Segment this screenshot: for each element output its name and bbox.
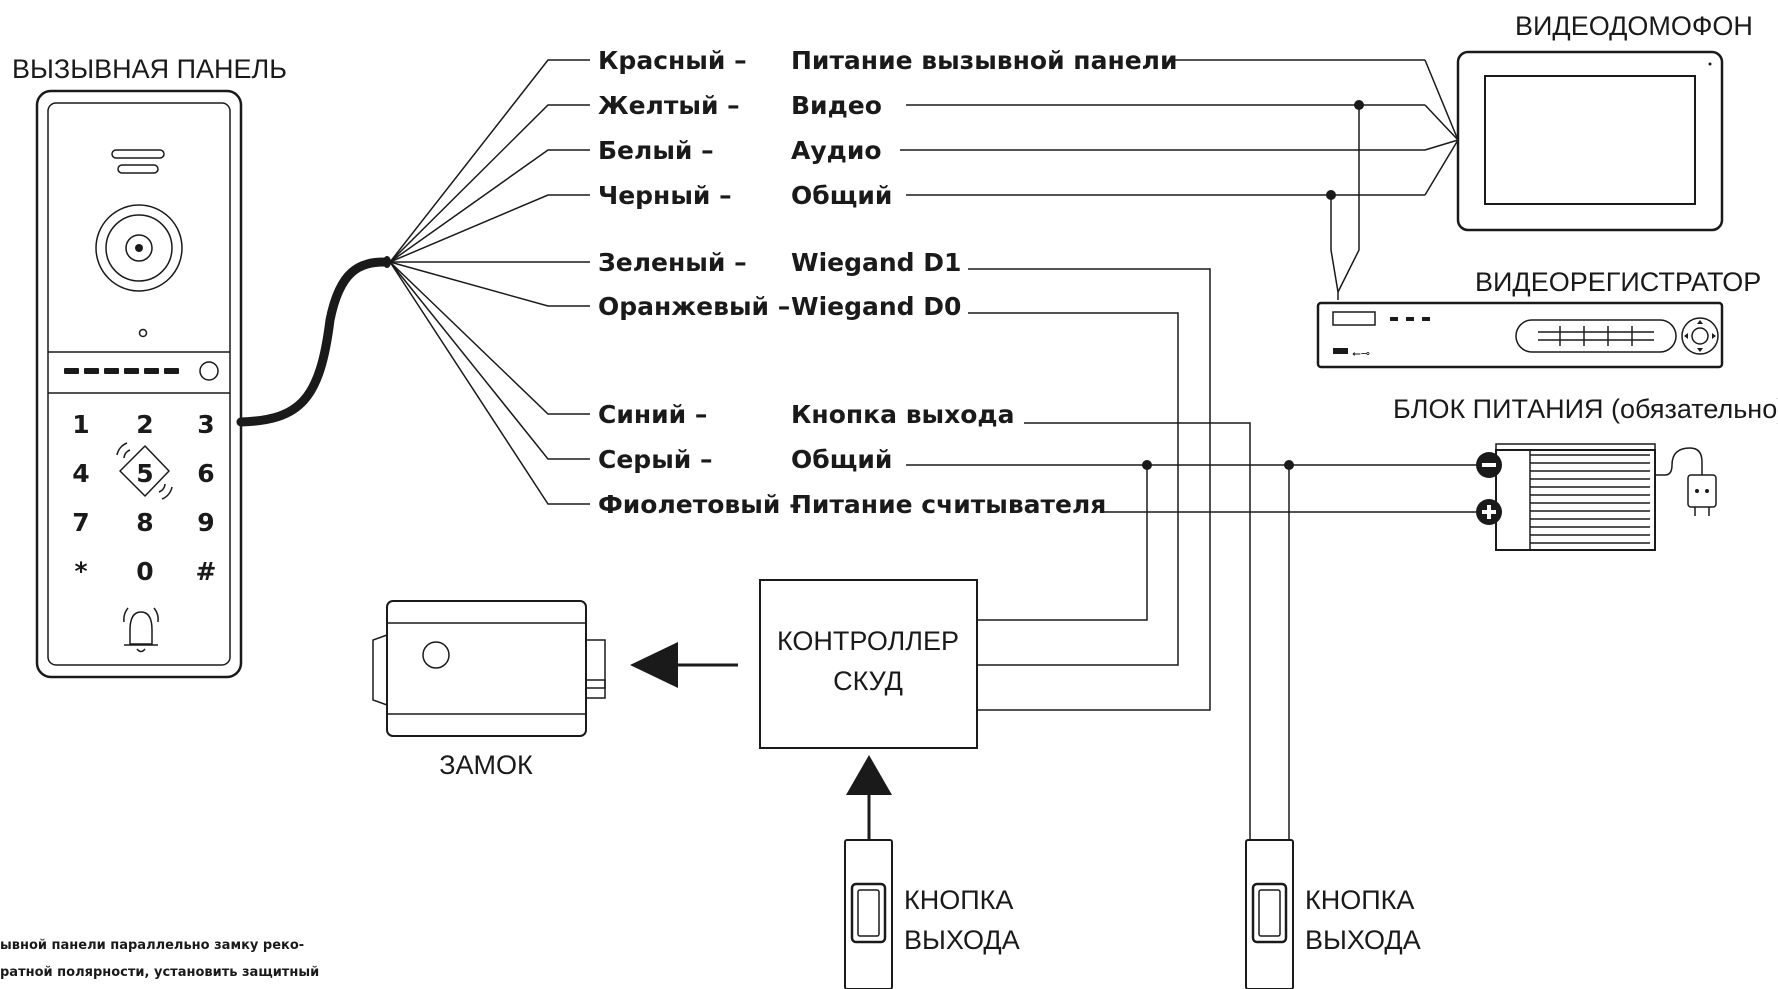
wire-signal-yellow: Видео — [791, 91, 882, 120]
installation-note: ывной панели параллельно замку реко- рат… — [0, 938, 319, 980]
controller-label-line2: СКУД — [833, 666, 903, 696]
monitor-title: ВИДЕОДОМОФОН — [1515, 11, 1753, 41]
exit-button-2: КНОПКА ВЫХОДА — [1245, 839, 1421, 989]
wire-signal-green: Wiegand D1 — [791, 248, 961, 277]
wire-signal-orange: Wiegand D0 — [791, 292, 961, 321]
exit-button-1: КНОПКА ВЫХОДА — [844, 755, 1020, 989]
exit-button-1-label-line2: ВЫХОДА — [904, 925, 1020, 955]
controller-label-line1: КОНТРОЛЛЕР — [777, 626, 959, 656]
panel-cable — [236, 257, 390, 427]
key-3: 3 — [197, 410, 214, 439]
video-intercom-monitor — [1456, 50, 1724, 232]
note-line-1: ывной панели параллельно замку реко- — [0, 938, 304, 953]
wire-color-white: Белый – — [598, 136, 714, 165]
lock-label: ЗАМОК — [439, 750, 533, 780]
usb-icon: ⭠⊸ — [1352, 347, 1370, 360]
wire-color-green: Зеленый – — [598, 248, 747, 277]
wire-color-black: Черный – — [598, 181, 732, 210]
key-5: 5 — [136, 459, 153, 488]
psu-title: БЛОК ПИТАНИЯ (обязательно) — [1393, 394, 1778, 424]
key-2: 2 — [136, 410, 153, 439]
wire-labels: Красный – Питание вызывной панели Желтый… — [598, 46, 1178, 519]
exit-button-2-label-line1: КНОПКА — [1305, 885, 1414, 915]
dvr-title: ВИДЕОРЕГИСТРАТОР — [1475, 267, 1761, 297]
access-controller: КОНТРОЛЛЕР СКУД — [759, 579, 978, 749]
monitor-wires — [900, 59, 1459, 196]
camera-lens-icon — [95, 204, 183, 292]
rfid-card-icon — [116, 442, 173, 500]
key-8: 8 — [136, 508, 153, 537]
wire-signal-grey: Общий — [791, 445, 892, 474]
wire-signal-red: Питание вызывной панели — [791, 46, 1178, 75]
indicator-leds — [64, 361, 219, 381]
key-hash: # — [196, 557, 217, 586]
wire-color-orange: Оранжевый – — [598, 292, 790, 321]
exit-button-1-label-line1: КНОПКА — [904, 885, 1013, 915]
key-0: 0 — [136, 557, 153, 586]
dvr-wires — [1330, 105, 1360, 300]
psu-fins — [1530, 454, 1650, 544]
keypad: 1 2 3 4 5 6 7 8 9 * 0 # — [72, 410, 216, 586]
controller-wires — [968, 268, 1290, 840]
wire-signal-blue: Кнопка выхода — [791, 400, 1015, 429]
key-star: * — [74, 557, 87, 586]
wire-signal-white: Аудио — [791, 136, 882, 165]
exit-button-2-label-line2: ВЫХОДА — [1305, 925, 1421, 955]
wire-color-violet: Фиолетовый – — [598, 490, 802, 519]
note-line-2: ратной полярности, установить защитный — [0, 965, 319, 980]
power-plug-icon — [1687, 474, 1717, 516]
bell-icon — [123, 607, 159, 653]
fanout-wires — [389, 59, 590, 505]
wire-signal-violet: Питание считывателя — [791, 490, 1106, 519]
power-wires — [906, 464, 1476, 513]
microphone-icon — [138, 328, 148, 338]
wire-color-blue: Синий – — [598, 400, 707, 429]
wire-color-red: Красный – — [598, 46, 747, 75]
panel-title: ВЫЗЫВНАЯ ПАНЕЛЬ — [12, 54, 287, 84]
wire-signal-black: Общий — [791, 181, 892, 210]
key-1: 1 — [72, 410, 89, 439]
call-panel: 1 2 3 4 5 6 7 8 9 * 0 # — [35, 89, 243, 679]
plus-terminal-icon — [1476, 499, 1502, 525]
wire-color-grey: Серый – — [598, 445, 713, 474]
key-7: 7 — [72, 508, 89, 537]
video-recorder: ⭠⊸ — [1316, 301, 1724, 369]
key-4: 4 — [72, 459, 89, 488]
speaker-grille-icon — [111, 149, 165, 174]
key-9: 9 — [197, 508, 214, 537]
power-supply — [1476, 443, 1717, 551]
wire-color-yellow: Желтый – — [598, 91, 740, 120]
arrow-icon — [630, 642, 738, 688]
minus-terminal-icon — [1476, 452, 1502, 478]
key-6: 6 — [197, 459, 214, 488]
electric-lock — [372, 600, 606, 737]
